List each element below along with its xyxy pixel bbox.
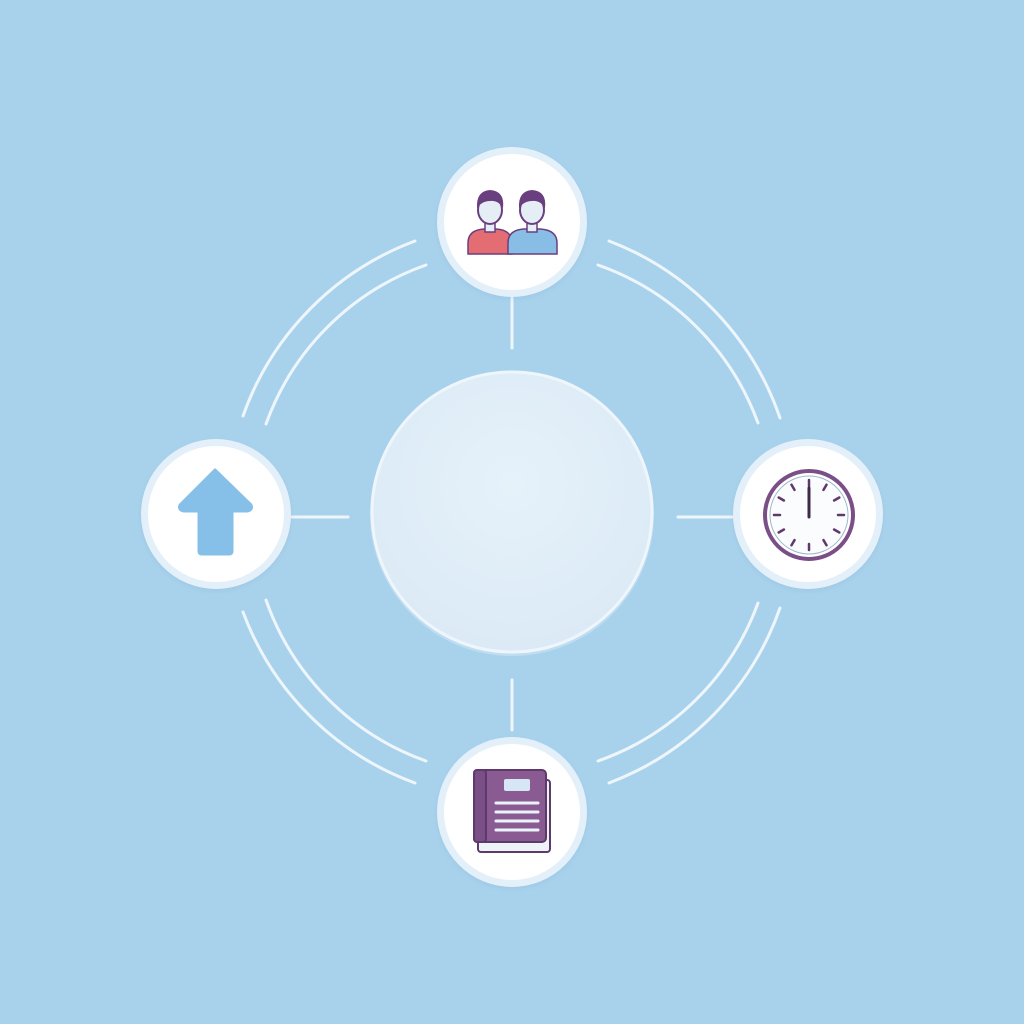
ring-arc-bottom-right-outer (607, 606, 782, 785)
person-right-body (507, 228, 558, 255)
person-left-hair (476, 190, 504, 208)
ring-arc-top-left-inner (264, 263, 428, 426)
book-spine (473, 769, 487, 843)
ring-arc-bottom-right-inner (596, 601, 760, 763)
hub (370, 370, 654, 656)
person-right-hair (518, 190, 546, 208)
clock-icon (763, 469, 855, 561)
two-people-icon (467, 190, 558, 255)
connector-ring (241, 239, 782, 785)
ring-arc-top-left-outer (241, 239, 417, 418)
ring-arc-top-right-inner (596, 263, 760, 425)
ring-arc-bottom-left-outer (241, 610, 417, 785)
ring-arc-bottom-left-inner (264, 598, 428, 763)
book-icon (473, 769, 551, 853)
spokes (290, 296, 734, 732)
node-people[interactable] (437, 147, 587, 297)
ring-arc-top-right-outer (607, 239, 782, 420)
book-title-plate (504, 779, 530, 791)
hub-circle (370, 370, 654, 654)
up-arrow-icon (178, 468, 253, 556)
